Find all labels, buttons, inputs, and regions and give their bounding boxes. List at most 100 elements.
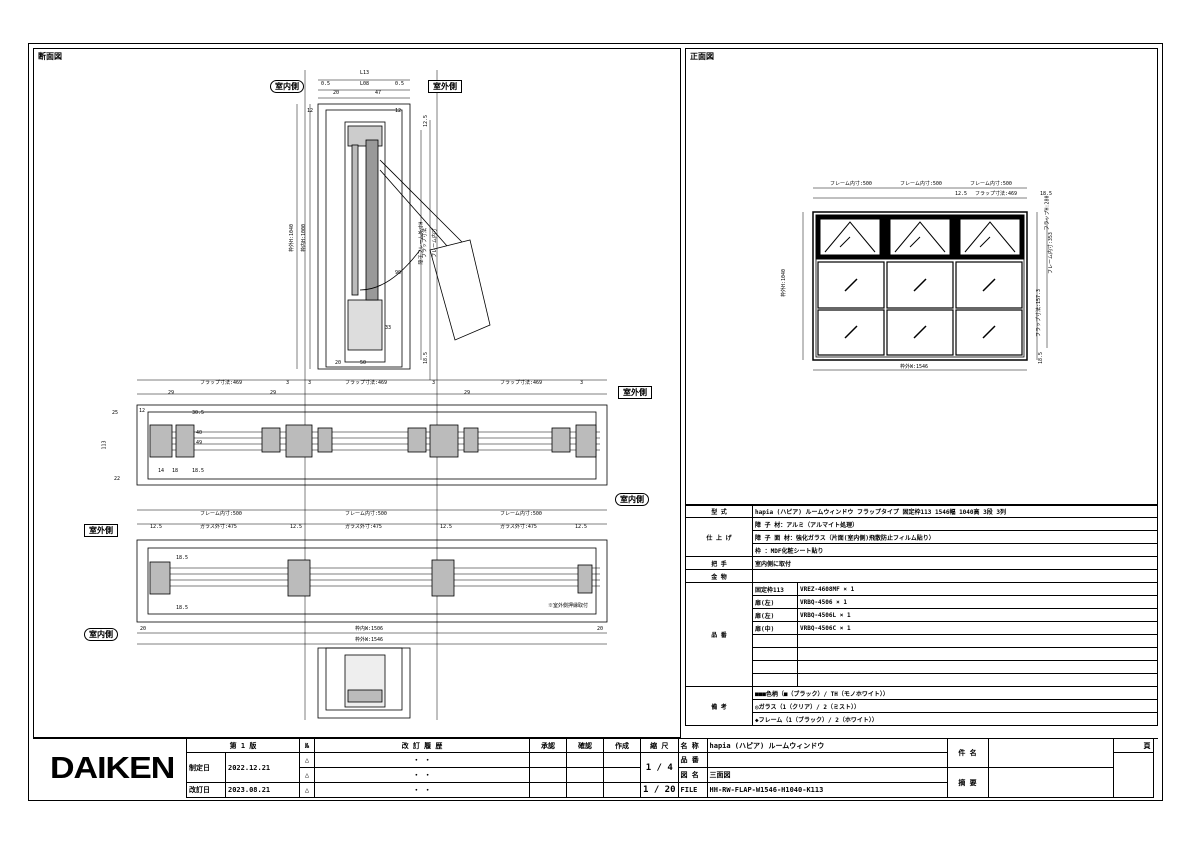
bdim-20a: 20: [140, 626, 147, 632]
spec-remarks-label: 備 考: [685, 686, 753, 726]
bdim-125d: 12.5: [575, 524, 588, 530]
tb-cell-a2: [529, 767, 567, 783]
outdoor-tag-right: 室外側: [618, 386, 652, 399]
bdim-20b: 20: [597, 626, 604, 632]
tb-revised-label: 改訂日: [186, 782, 226, 798]
spec-p3-code: VRBQ-4506L × 1: [797, 608, 1158, 622]
bdim-glass3: ガラス外寸:475: [500, 524, 537, 530]
spec-remark3: ◆フレーム（1（ブラック）/ 2（ホワイト））: [752, 712, 1158, 726]
hdim-305: 30.5: [192, 410, 205, 416]
hdim-113: 113: [101, 440, 108, 450]
edim-hr3: フラップH:280: [1044, 195, 1051, 231]
spec-blank-4b: [797, 673, 1158, 687]
spec-p3-name: 扉(左): [752, 608, 798, 622]
bdim-glass1: ガラス外寸:475: [200, 524, 237, 530]
tb-created-label: 制定日: [186, 752, 226, 783]
tb-approve: 承認: [529, 738, 567, 753]
bdim-125a: 12.5: [150, 524, 163, 530]
elevation-title: 正面図: [690, 52, 714, 61]
bdim-185a: 18.5: [176, 555, 189, 561]
spec-p2-code: VRBQ-4506 × 1: [797, 595, 1158, 609]
dim-05a: 0.5: [321, 81, 331, 87]
tb-drawing-value: 三面図: [706, 767, 948, 783]
spec-hardware-value: [752, 569, 1158, 583]
tb-rev1: ・ ・: [314, 752, 530, 768]
tb-author: 作成: [603, 738, 641, 753]
spec-remark2: ◎ガラス（1（クリア）/ 2（ミスト））: [752, 699, 1158, 713]
edim-h1040: 枠外H:1040: [781, 268, 788, 298]
spec-finish-label: 仕 上 げ: [685, 517, 753, 557]
indoor-tag-top: 室内側: [270, 80, 304, 93]
hdim-3b: 3: [308, 380, 312, 386]
hdim-29b: 29: [270, 390, 277, 396]
warning-icon-3: △: [299, 782, 315, 798]
edim-125: 12.5: [955, 191, 968, 197]
indoor-tag-right: 室内側: [615, 493, 649, 506]
tb-file-label: FILE: [677, 782, 708, 798]
tb-cell-c2: [603, 767, 641, 783]
tb-cell-a1: [529, 752, 567, 768]
spec-p4-name: 扉(中): [752, 621, 798, 635]
outdoor-tag-top: 室外側: [428, 80, 462, 93]
hdim-29a: 29: [168, 390, 175, 396]
spec-table: 型 式 hapia (ハピア) ルームウィンドウ フラップタイプ 固定枠113 …: [685, 504, 1158, 726]
tb-cell-c3: [603, 782, 641, 798]
tb-cell-b3: [566, 782, 604, 798]
dim-33: 33: [385, 325, 392, 331]
tb-cell-b1: [566, 752, 604, 768]
tb-scale-label: 縮 尺: [640, 738, 679, 753]
hdim-29c: 29: [464, 390, 471, 396]
spec-handle-label: 把 手: [685, 556, 753, 570]
spec-handle-value: 室内側に取付: [752, 556, 1158, 570]
bdim-125b: 12.5: [290, 524, 303, 530]
dim-185: 18.5: [423, 351, 430, 365]
outdoor-tag-left: 室外側: [84, 524, 118, 537]
section-panel: [33, 48, 681, 738]
spec-model-label: 型 式: [685, 504, 753, 518]
hdim-flap1: フラップ寸法:469: [200, 380, 243, 386]
tb-cell-b2: [566, 767, 604, 783]
hdim-22: 22: [114, 476, 121, 482]
edim-fr3: フレーム内寸:500: [970, 181, 1012, 187]
tb-scale1: 1 / 4: [640, 752, 679, 783]
tb-no-label: №: [299, 738, 315, 753]
tb-page-label: 頁: [1112, 738, 1154, 753]
spec-finish3: 枠 ：MDF化粧シート貼り: [752, 543, 1158, 557]
bdim-185b: 18.5: [176, 605, 189, 611]
dim-90: 90: [395, 270, 402, 276]
bdim-inner-w: 枠内W:1506: [355, 626, 384, 632]
spec-blank-2b: [797, 647, 1158, 661]
drawing-border: [28, 43, 1163, 801]
hdim-14: 14: [158, 468, 165, 474]
spec-p1-code: VREZ-4608MF × 1: [797, 582, 1158, 596]
section-drawing: [136, 70, 608, 720]
tb-notes-label: 摘 要: [946, 767, 989, 798]
tb-part-label: 品 番: [677, 752, 708, 768]
tb-check: 確認: [566, 738, 604, 753]
tb-name-value: hapia (ハピア) ルームウィンドウ: [706, 738, 948, 753]
edim-hr1: フラップ寸法:157.3: [1036, 288, 1043, 338]
spec-blank-1: [752, 634, 798, 648]
tb-case-label: 件 名: [946, 738, 989, 768]
dim-20b: 20: [335, 360, 342, 366]
spec-p4-code: VRBQ-4506C × 1: [797, 621, 1158, 635]
dim-top: L13: [360, 70, 370, 76]
dim-125: 12.5: [423, 114, 430, 128]
edim-hr2: フレーム内寸:353: [1047, 232, 1054, 274]
tb-revision-label: 改 訂 履 歴: [314, 738, 530, 753]
tb-case-value: [987, 738, 1114, 768]
hdim-12: 12: [139, 408, 146, 414]
hdim-3a: 3: [286, 380, 290, 386]
title-block-table: 第 1 版 № 改 訂 履 歴 承認 確認 作成 縮 尺 名 称 hapia (…: [186, 738, 1154, 798]
tb-revised-date: 2023.08.21: [225, 782, 300, 798]
dim-h1000: 枠内H:1000: [301, 223, 308, 253]
tb-scale2: 1 / 20: [640, 782, 679, 798]
spec-blank-4: [752, 673, 798, 687]
dim-h1040: 枠外H:1040: [289, 223, 296, 253]
tb-part-value: [706, 752, 948, 768]
bdim-125c: 12.5: [440, 524, 453, 530]
hdim-3c: 3: [432, 380, 436, 386]
spec-finish1: 障 子 材：アルミ（アルマイト処理）: [752, 517, 1158, 531]
tb-rev3: ・ ・: [314, 782, 530, 798]
dim-47: 47: [375, 90, 382, 96]
